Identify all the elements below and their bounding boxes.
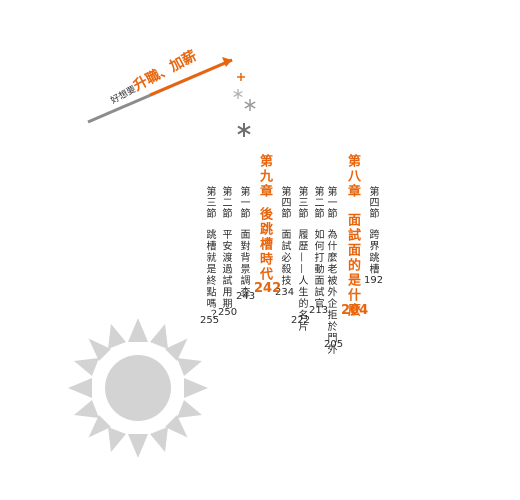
section-title: 平安渡過試用期: [220, 229, 231, 310]
banner-prefix: 好想要: [109, 84, 138, 107]
section-title: 為什麼老被外企拒於門外: [325, 229, 336, 356]
section-page: 213: [309, 305, 329, 316]
section-title: 跨界跳槽: [367, 229, 378, 275]
section-page: 250: [218, 307, 238, 318]
section-page: 192: [364, 275, 384, 286]
section-label: 第三節: [204, 186, 215, 219]
sparkle-icon: [237, 73, 245, 81]
banner-text: 好想要升職、加薪: [106, 45, 200, 108]
banner-word2: 加薪: [167, 47, 200, 76]
section-label: 第二節: [312, 186, 323, 219]
section-page: 234: [275, 287, 295, 298]
chapter-page: 204: [341, 303, 369, 318]
section-page: 255: [200, 315, 220, 326]
section-title: 跳槽就是終點嗎？: [204, 229, 215, 321]
section-label: 第一節: [325, 186, 336, 219]
section-page: 205: [324, 339, 344, 350]
section-title: 面對背景調查: [238, 229, 249, 298]
section-label: 第三節: [296, 186, 307, 219]
snowflake-icon: [244, 99, 256, 111]
section-title: 如何打動面試官: [312, 229, 323, 310]
section-title: 履歷——人生的名片: [296, 229, 307, 333]
section-label: 第二節: [220, 186, 231, 219]
section-title: 面試必殺技: [279, 229, 290, 287]
section-label: 第四節: [279, 186, 290, 219]
chapter-label: 第八章: [345, 154, 360, 199]
snowflake-icon: [237, 123, 251, 137]
section-label: 第四節: [367, 186, 378, 219]
chapter-title: 面試面的是什麼: [345, 213, 360, 318]
sun-icon: [68, 318, 208, 458]
chapter-label: 第九章: [257, 154, 272, 199]
snowflake-icon: [233, 89, 243, 99]
chapter-page: 242: [254, 281, 282, 296]
section-page: 243: [236, 291, 256, 302]
section-page: 222: [291, 315, 311, 326]
chapter-title: 後跳槽時代: [257, 207, 272, 282]
section-label: 第一節: [238, 186, 249, 219]
